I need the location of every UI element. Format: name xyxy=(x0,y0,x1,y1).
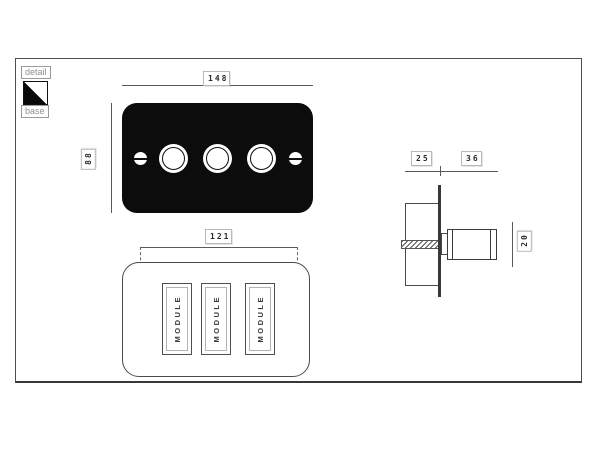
dimension-label-fixing-centres: 121 xyxy=(205,229,233,244)
detail-base-swatch-icon xyxy=(23,81,48,105)
dimension-label-knob-diameter: 20 xyxy=(516,231,532,252)
dimension-label-height: 88 xyxy=(80,149,96,170)
module-slot-inner: MODULE xyxy=(205,287,227,351)
module-slot-1: MODULE xyxy=(162,283,192,355)
knob-rim-line xyxy=(490,230,491,259)
dimension-line-depth xyxy=(405,171,498,172)
dimmer-knob-2 xyxy=(203,144,232,173)
threaded-shaft-icon xyxy=(401,240,441,249)
module-slot-3: MODULE xyxy=(245,283,275,355)
dimension-line-height xyxy=(111,103,112,213)
screw-right-icon xyxy=(289,152,302,165)
knob-rim-line xyxy=(452,230,453,259)
dimension-label-knob-projection: 36 xyxy=(461,151,482,166)
module-label: MODULE xyxy=(255,295,265,343)
dimmer-knob-ring xyxy=(162,147,185,170)
module-label: MODULE xyxy=(172,295,182,343)
module-slot-inner: MODULE xyxy=(249,287,271,351)
screw-slot xyxy=(289,157,302,160)
dimmer-knob-ring xyxy=(206,147,229,170)
module-slot-2: MODULE xyxy=(201,283,231,355)
faceplate-front-view xyxy=(122,103,313,213)
dimmer-knob-1 xyxy=(159,144,188,173)
module-label: MODULE xyxy=(211,295,221,343)
knob-side-view xyxy=(447,229,497,260)
dimension-line-knob-diameter xyxy=(512,222,513,267)
dimension-line-fixing-centres xyxy=(140,247,298,248)
faceplate-side-profile xyxy=(438,185,441,297)
screw-slot xyxy=(134,157,147,160)
screw-left-icon xyxy=(134,152,147,165)
dimmer-knob-3 xyxy=(247,144,276,173)
dimension-label-width: 148 xyxy=(203,71,231,86)
dimension-label-box-depth: 25 xyxy=(411,151,432,166)
legend-base-label: base xyxy=(21,105,49,118)
dimmer-knob-ring xyxy=(250,147,273,170)
legend-detail-label: detail xyxy=(21,66,51,79)
module-slot-inner: MODULE xyxy=(166,287,188,351)
dimension-tick xyxy=(440,166,441,176)
